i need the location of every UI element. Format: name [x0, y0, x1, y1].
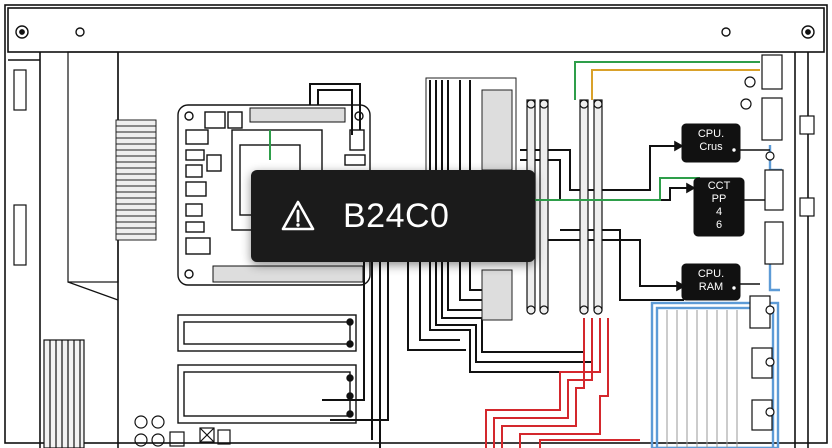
chip-label-cpu-ram: CPU. RAM [682, 268, 740, 294]
blue-frame-slats [666, 310, 738, 448]
ribbon-bundle [425, 77, 517, 321]
chip-boxes [681, 123, 745, 301]
green-wires [269, 61, 760, 201]
chip-line: RAM [698, 281, 724, 293]
chip-leads [666, 140, 770, 292]
warning-code: B24C0 [343, 196, 450, 235]
lower-left-stack [43, 339, 85, 448]
chip-line: CCT [707, 180, 731, 192]
orange-wires [591, 69, 760, 100]
chip-label-cpu-crus: CPU. Crus [682, 128, 740, 154]
mounting-screws [15, 25, 815, 39]
chip-line: Crus [699, 141, 723, 153]
bus-bars [526, 99, 603, 315]
chip-cct-pp [693, 177, 745, 237]
chip-line: PP [711, 193, 727, 205]
board-connectors [212, 107, 364, 283]
chip-cpu-ram [681, 263, 741, 301]
red-wires [485, 318, 640, 448]
terminal-blocks [740, 54, 815, 431]
chip-line: 6 [715, 219, 723, 231]
cabinet-frame [4, 4, 828, 448]
chip-label-cct-pp: CCT PP 4 6 [694, 180, 744, 232]
chip-line: CPU. [697, 128, 725, 140]
warning-triangle-icon [281, 200, 315, 232]
heatsink [115, 119, 157, 241]
left-rail [13, 51, 119, 301]
chip-line: 4 [715, 206, 723, 218]
expansion-slots [177, 314, 357, 424]
chip-cpu-crus [681, 123, 741, 163]
warning-banner: B24C0 [251, 170, 535, 262]
bottom-symbols [134, 415, 231, 447]
chip-line: CPU. [697, 268, 725, 280]
